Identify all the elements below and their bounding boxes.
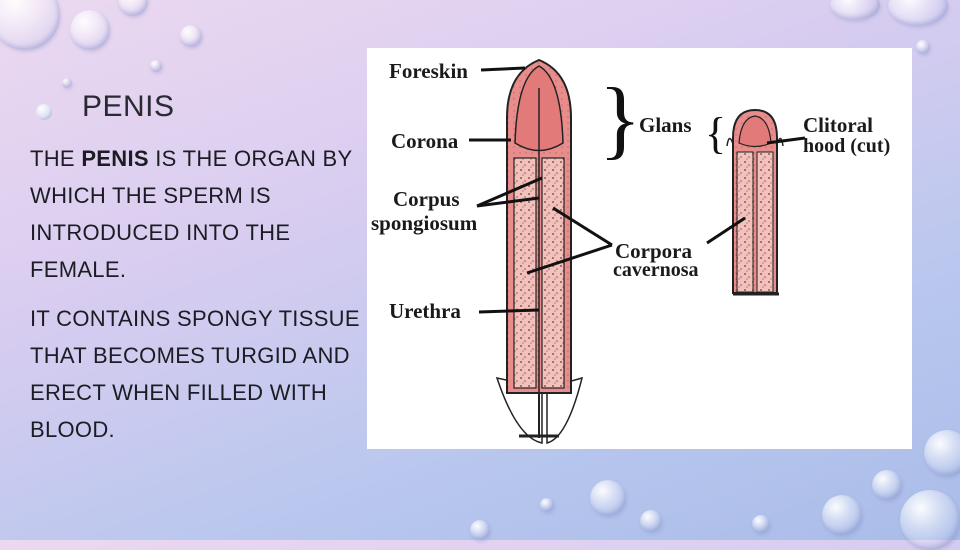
label-urethra: Urethra	[389, 299, 461, 323]
anatomy-diagram: } { Foreskin Corona Corpus spongiosum Ur…	[371, 58, 890, 444]
label-spongiosum: spongiosum	[371, 211, 478, 235]
bubble-decoration	[590, 480, 626, 516]
clitoral-glans-brace: {	[705, 109, 726, 158]
label-foreskin: Foreskin	[389, 59, 468, 83]
bubble-decoration	[640, 510, 662, 532]
emphasis-term: PENIS	[81, 146, 149, 171]
bubble-decoration	[150, 60, 162, 72]
glans-brace: }	[599, 71, 641, 168]
leader-lines	[469, 66, 806, 314]
paragraph-definition: THE PENIS IS THE ORGAN BY WHICH THE SPER…	[30, 146, 353, 282]
bubble-decoration	[872, 470, 902, 500]
bubble-decoration	[822, 495, 862, 535]
paragraph-function: IT CONTAINS SPONGY TISSUE THAT BECOMES T…	[30, 306, 360, 442]
bubble-decoration	[916, 40, 930, 54]
bubble-decoration	[70, 10, 110, 50]
slide-body: THE PENIS IS THE ORGAN BY WHICH THE SPER…	[30, 140, 370, 460]
label-cavernosa: cavernosa	[613, 259, 699, 281]
bubble-decoration	[0, 0, 60, 50]
slide-title: PENIS	[82, 90, 175, 123]
bubble-decoration	[470, 520, 490, 540]
label-hood-cut: hood (cut)	[803, 135, 890, 157]
label-clitoral: Clitoral	[803, 113, 873, 137]
bubble-decoration	[924, 430, 960, 476]
bubble-decoration	[830, 0, 880, 20]
bubble-decoration	[118, 0, 148, 16]
bubble-decoration	[888, 0, 948, 26]
clitoris-illustration	[726, 108, 784, 296]
bubble-decoration	[540, 498, 554, 512]
penis-illustration	[495, 58, 584, 444]
bubble-decoration	[62, 78, 72, 88]
title-bullet-icon	[36, 104, 52, 120]
bubble-decoration	[180, 25, 202, 47]
label-corpora: Corpora	[615, 239, 692, 263]
bubble-decoration	[752, 515, 770, 533]
label-corpus: Corpus	[393, 187, 460, 211]
anatomy-figure: } { Foreskin Corona Corpus spongiosum Ur…	[367, 48, 912, 449]
label-glans: Glans	[639, 113, 692, 137]
label-corona: Corona	[391, 129, 459, 153]
bubble-decoration	[900, 490, 960, 550]
